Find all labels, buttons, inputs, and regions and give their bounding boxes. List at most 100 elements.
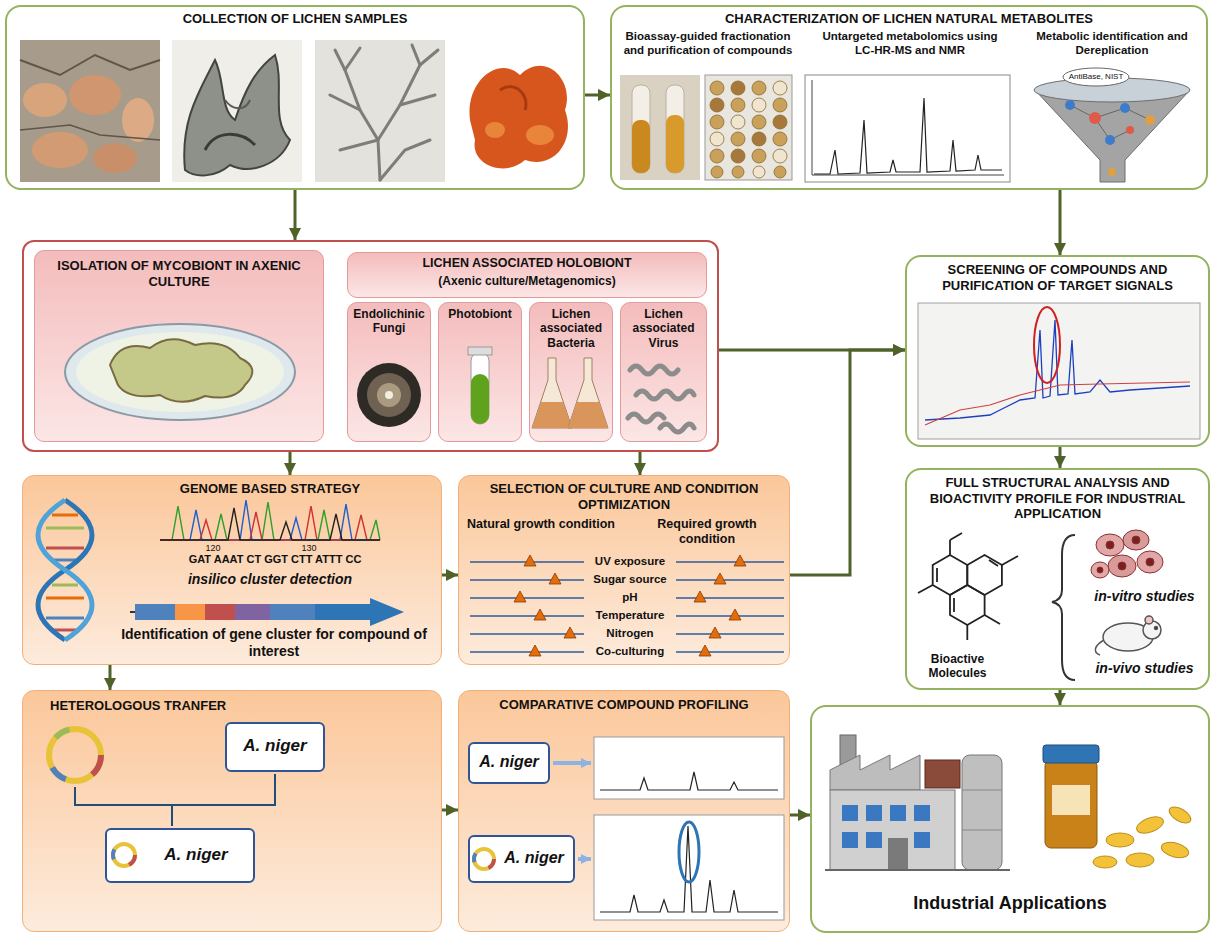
node-heading-holder: HETEROLOGOUS TRANFER: [50, 698, 350, 714]
node-text: UV exposure: [588, 555, 672, 569]
node-heading-holder: SCREENING OF COMPOUNDS AND PURIFICATION …: [915, 262, 1200, 293]
node-text-holder: Untargeted metabolomics using LC-HR-MS a…: [812, 30, 1008, 58]
organism-box: A. niger: [468, 742, 550, 784]
node-heading: LICHEN ASSOCIATED HOLOBIONT: [352, 256, 702, 271]
node-heading: ISOLATION OF MYCOBIONT IN AXENIC CULTURE: [44, 258, 314, 289]
node-text-holder: Metabolic identification and Dereplicati…: [1022, 30, 1202, 58]
flow-arrow: [1059, 190, 1062, 255]
node-text: Co-culturing: [588, 645, 672, 659]
process-box: HETEROLOGOUS TRANFER A. niger A. niger: [22, 690, 442, 932]
label-text-holder: 130: [294, 543, 324, 554]
organism-box: A. niger: [225, 722, 325, 772]
node-heading: FULL STRUCTURAL ANALYSIS AND BIOACTIVITY…: [915, 475, 1200, 522]
panel-box: COLLECTION OF LICHEN SAMPLES: [5, 5, 585, 190]
process-box: Photobiont: [438, 302, 522, 442]
flow-arrow: [1059, 690, 1062, 705]
node-heading-holder: A. niger: [472, 752, 546, 771]
process-box: COMPARATIVE COMPOUND PROFILINGA. nigerA.…: [458, 690, 790, 932]
node-text-holder: in-vivo studies: [1082, 660, 1207, 677]
node-text-holder: Bioassay-guided fractionation and purifi…: [618, 30, 798, 58]
node-heading-holder: Endolichinic Fungi: [351, 307, 427, 336]
flow-arrow: [442, 574, 458, 577]
flow-arrow: [719, 349, 905, 352]
panel-box: SCREENING OF COMPOUNDS AND PURIFICATION …: [905, 255, 1210, 447]
node-heading: A. niger: [497, 848, 571, 867]
node-text: Natural growth condition: [466, 517, 616, 532]
node-heading: COLLECTION OF LICHEN SAMPLES: [15, 11, 575, 27]
node-heading-holder: LICHEN ASSOCIATED HOLOBIONT: [352, 256, 702, 271]
node-heading: Endolichinic Fungi: [351, 307, 427, 336]
node-heading: Lichen associated Bacteria: [533, 307, 609, 350]
node-text: Nitrogen: [588, 627, 672, 641]
node-heading-holder: FULL STRUCTURAL ANALYSIS AND BIOACTIVITY…: [915, 475, 1200, 522]
node-text-holder: Natural growth condition: [466, 517, 616, 532]
flow-arrow: [790, 814, 810, 817]
process-box: SELECTION OF CULTURE AND CONDITION OPTIM…: [458, 475, 790, 665]
panel-box: CHARACTERIZATION OF LICHEN NATURAL METAB…: [610, 5, 1208, 190]
node-text-holder: Required growth condition: [632, 517, 782, 547]
node-heading: HETEROLOGOUS TRANFER: [50, 698, 350, 714]
node-heading-holder: Industrial Applications: [820, 893, 1200, 915]
node-text: pH: [588, 591, 672, 605]
node-text-holder: Temperature: [588, 609, 672, 623]
flow-arrow: [109, 665, 112, 690]
node-heading-holder: CHARACTERIZATION OF LICHEN NATURAL METAB…: [620, 11, 1198, 27]
node-text-holder: Bioactive Molecules: [910, 652, 1005, 681]
node-heading: Industrial Applications: [820, 893, 1200, 915]
label-text-holder: AntiBase, NIST: [1066, 72, 1126, 82]
node-heading-holder: COMPARATIVE COMPOUND PROFILING: [468, 697, 780, 713]
node-heading-holder: Photobiont: [442, 307, 518, 321]
node-heading: GENOME BASED STRATEGY: [110, 481, 430, 497]
flow-arrow: [289, 452, 292, 475]
organism-box: A. niger: [105, 828, 255, 883]
node-text-holder: pH: [588, 591, 672, 605]
node-text-holder: insilico cluster detection: [150, 571, 390, 588]
label-text: AntiBase, NIST: [1066, 72, 1126, 82]
node-heading: COMPARATIVE COMPOUND PROFILING: [468, 697, 780, 713]
node-heading: Photobiont: [442, 307, 518, 321]
flow-arrow: [639, 452, 642, 475]
node-heading: SELECTION OF CULTURE AND CONDITION OPTIM…: [468, 481, 780, 512]
node-text: Sugar source: [588, 573, 672, 587]
node-text-holder: in-vitro studies: [1082, 588, 1207, 605]
node-text-holder: Nitrogen: [588, 627, 672, 641]
node-heading: A. niger: [229, 736, 321, 756]
organism-box: A. niger: [468, 835, 575, 883]
node-text: (Axenic culture/Metagenomics): [352, 274, 702, 288]
node-heading-holder: ISOLATION OF MYCOBIONT IN AXENIC CULTURE: [44, 258, 314, 289]
process-box: ISOLATION OF MYCOBIONT IN AXENIC CULTURE: [34, 250, 324, 442]
process-box: Endolichinic Fungi: [347, 302, 431, 442]
node-heading-holder: GENOME BASED STRATEGY: [110, 481, 430, 497]
node-text: insilico cluster detection: [150, 571, 390, 588]
node-heading: Lichen associated Virus: [624, 307, 703, 350]
label-text: GAT AAAT CT GGT CTT ATTT CC: [152, 553, 398, 566]
node-heading-holder: Lichen associated Virus: [624, 307, 703, 350]
node-heading-holder: SELECTION OF CULTURE AND CONDITION OPTIM…: [468, 481, 780, 512]
node-heading-holder: COLLECTION OF LICHEN SAMPLES: [15, 11, 575, 27]
label-text: 120: [198, 543, 228, 554]
node-text: Required growth condition: [632, 517, 782, 547]
node-heading: SCREENING OF COMPOUNDS AND PURIFICATION …: [915, 262, 1200, 293]
label-text-holder: GAT AAAT CT GGT CTT ATTT CC: [152, 553, 398, 566]
node-heading: CHARACTERIZATION OF LICHEN NATURAL METAB…: [620, 11, 1198, 27]
node-text-holder: UV exposure: [588, 555, 672, 569]
node-text-holder: Identification of gene cluster for compo…: [112, 626, 436, 660]
node-text: in-vitro studies: [1082, 588, 1207, 605]
panel-box: FULL STRUCTURAL ANALYSIS AND BIOACTIVITY…: [905, 468, 1210, 690]
node-text: Metabolic identification and Dereplicati…: [1022, 30, 1202, 58]
node-heading: A. niger: [141, 845, 251, 865]
flow-arrow: [294, 190, 297, 240]
band-box: LICHEN ASSOCIATED HOLOBIONT (Axenic cultu…: [347, 252, 707, 298]
flow-arrow: [442, 809, 458, 812]
process-box: Lichen associated Bacteria: [529, 302, 613, 442]
process-box: Lichen associated Virus: [620, 302, 707, 442]
node-text: Identification of gene cluster for compo…: [112, 626, 436, 660]
flow-arrow: [1059, 447, 1062, 468]
label-text-holder: 120: [198, 543, 228, 554]
panel-box: Industrial Applications: [810, 705, 1210, 933]
flow-arrow: [790, 350, 905, 575]
node-text-holder: (Axenic culture/Metagenomics): [352, 274, 702, 288]
node-text: Untargeted metabolomics using LC-HR-MS a…: [812, 30, 1008, 58]
node-heading: A. niger: [472, 752, 546, 771]
